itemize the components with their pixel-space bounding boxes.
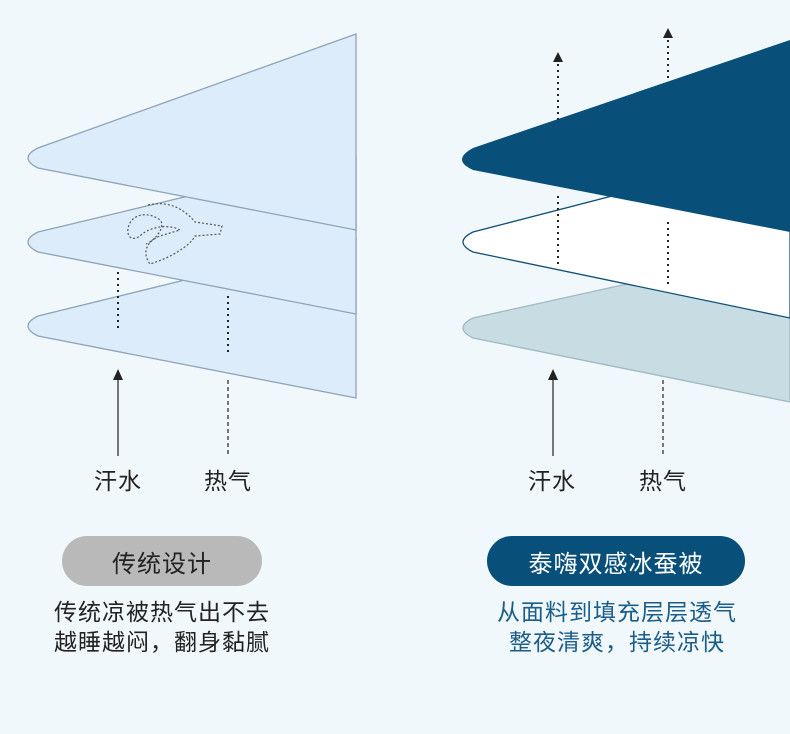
traditional-layers-illustration (27, 33, 357, 456)
sweat-label: 汗水 (94, 469, 142, 495)
traditional-description: 传统凉被热气出不去 越睡越闷，翻身黏腻 (2, 598, 322, 658)
heat-label: 热气 (639, 469, 687, 495)
product-name-pill: 泰嗨双感冰蚕被 (487, 536, 745, 586)
up-arrow-icon (663, 28, 673, 38)
product-description: 从面料到填充层层透气 整夜清爽，持续凉快 (457, 598, 777, 658)
product-layers-illustration (462, 28, 790, 456)
traditional-design-pill: 传统设计 (62, 536, 262, 586)
product-design-panel: 汗水 热气 泰嗨双感冰蚕被 从面料到填充层层透气 整夜清爽，持续凉快 (395, 0, 790, 734)
traditional-design-panel: 汗水 热气 传统设计 传统凉被热气出不去 越睡越闷，翻身黏腻 (2, 33, 357, 658)
up-arrow-icon (553, 52, 563, 62)
up-arrow-icon (548, 369, 558, 380)
product-top-layer (462, 40, 790, 232)
traditional-desc-line-1: 传统凉被热气出不去 (54, 600, 270, 626)
tangled-line-icon (127, 203, 223, 265)
traditional-desc-line-2: 越睡越闷，翻身黏腻 (54, 630, 270, 656)
traditional-top-layer (27, 33, 357, 231)
heat-label: 热气 (204, 469, 252, 495)
up-arrow-icon (113, 369, 123, 380)
product-desc-line-2: 整夜清爽，持续凉快 (509, 630, 725, 656)
sweat-label: 汗水 (528, 469, 576, 495)
product-desc-line-1: 从面料到填充层层透气 (497, 600, 737, 626)
